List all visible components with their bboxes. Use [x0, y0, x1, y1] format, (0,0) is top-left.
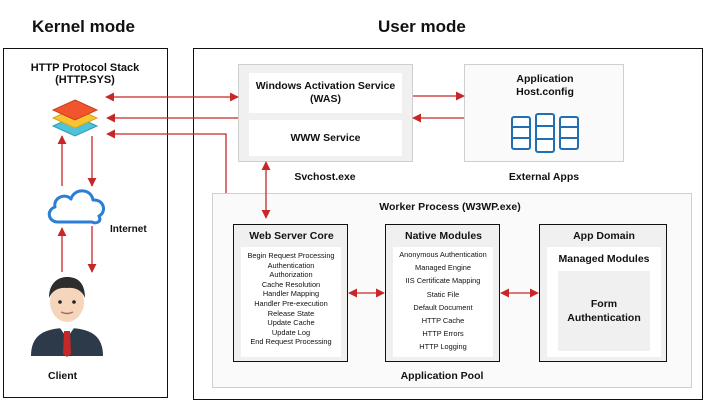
- arrow-worker-httpsys: [106, 129, 227, 193]
- internet-label: Internet: [110, 224, 147, 235]
- native-modules-box: Native Modules Anonymous Authentication …: [385, 224, 500, 362]
- web-server-core-box: Web Server Core Begin Request Processing…: [233, 224, 348, 362]
- application-pool-caption: Application Pool: [400, 370, 484, 382]
- native-item: Anonymous Authentication: [399, 250, 487, 259]
- native-item: Default Document: [413, 302, 473, 312]
- managed-modules-title: Managed Modules: [558, 253, 650, 265]
- web-core-items: Begin Request Processing Authentication …: [241, 251, 341, 347]
- layers-icon: [51, 99, 99, 137]
- native-item: IIS Certificate Mapping: [405, 276, 481, 286]
- was-title-line1: Windows Activation Service: [255, 80, 396, 92]
- native-items: Anonymous Authentication Managed Engine …: [393, 248, 493, 354]
- external-apps-caption: External Apps: [508, 171, 580, 183]
- worker-process-title: Worker Process (W3WP.exe): [379, 201, 521, 213]
- web-core-item: Handler Mapping: [262, 289, 320, 299]
- web-core-item: Update Cache: [267, 318, 315, 328]
- form-auth-line2: Authentication: [567, 312, 641, 324]
- was-box: Windows Activation Service (WAS): [249, 73, 402, 113]
- form-auth-line1: Form: [590, 298, 618, 310]
- http-stack-title-line1: HTTP Protocol Stack: [30, 62, 140, 74]
- app-host-config-title: Application Host.config: [465, 73, 625, 99]
- web-core-item: Begin Request Processing: [247, 251, 335, 260]
- http-stack-title-line2: (HTTP.SYS): [55, 74, 115, 86]
- was-title-line2: (WAS): [310, 93, 341, 105]
- web-core-item: Release State: [267, 308, 315, 318]
- external-apps-box: Application Host.config: [464, 64, 624, 162]
- web-server-core-title: Web Server Core: [249, 230, 334, 242]
- managed-modules-box: Managed Modules Form Authentication: [547, 247, 661, 357]
- native-item: Managed Engine: [415, 263, 471, 273]
- web-core-item: Authentication: [267, 260, 315, 270]
- www-service-box: WWW Service: [249, 120, 402, 156]
- client-label: Client: [48, 370, 78, 382]
- web-core-item: Update Log: [271, 327, 311, 337]
- www-service-label: WWW Service: [290, 132, 361, 144]
- native-item: HTTP Cache: [421, 316, 465, 326]
- web-core-item: Handler Pre-execution: [254, 298, 328, 308]
- app-host-config-line1: Application: [516, 73, 574, 85]
- native-item: HTTP Errors: [422, 329, 464, 339]
- web-server-core-list: Begin Request Processing Authentication …: [241, 247, 341, 357]
- form-authentication-box: Form Authentication: [558, 271, 650, 351]
- native-item: HTTP Logging: [419, 342, 467, 352]
- svchost-caption: Svchost.exe: [294, 171, 356, 183]
- web-core-item: Cache Resolution: [261, 279, 321, 289]
- app-domain-title: App Domain: [573, 230, 635, 242]
- app-host-config-line2: Host.config: [516, 86, 574, 98]
- native-modules-list: Anonymous Authentication Managed Engine …: [393, 247, 493, 357]
- native-modules-title: Native Modules: [404, 230, 483, 242]
- layer-top: [51, 99, 99, 121]
- database-icon: [511, 113, 579, 153]
- web-core-item: End Request Processing: [250, 337, 332, 347]
- native-item: Static File: [426, 289, 460, 299]
- http-stack-title: HTTP Protocol Stack (HTTP.SYS): [20, 62, 150, 86]
- user-mode-heading: User mode: [378, 17, 466, 36]
- client-avatar-icon: [31, 277, 103, 357]
- cloud-icon: [47, 189, 106, 225]
- web-core-item: Authorization: [269, 270, 313, 280]
- app-domain-box: App Domain Managed Modules Form Authenti…: [539, 224, 667, 362]
- kernel-mode-heading: Kernel mode: [32, 17, 135, 36]
- svchost-box: Windows Activation Service (WAS) WWW Ser…: [238, 64, 413, 162]
